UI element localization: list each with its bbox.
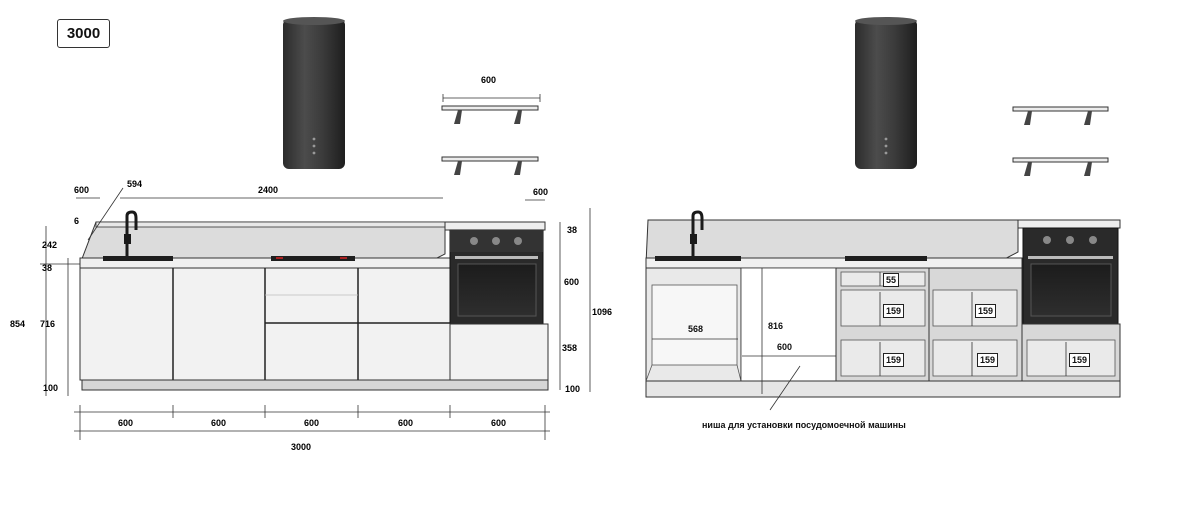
dim-module-1: 600 [118,418,133,428]
shelf-lower-right [1012,157,1109,176]
dim-module-4: 600 [398,418,413,428]
dishwasher-niche [740,267,837,382]
dim-base-height: 854 [10,319,25,329]
dim-plinth: 100 [43,383,58,393]
dim-oven-niche: 600 [564,277,579,287]
right-view [645,17,1121,411]
countertop-right [645,210,1023,269]
dim-module-5: 600 [491,418,506,428]
dim-countertop: 38 [42,263,52,273]
dim-right-side: 600 [533,187,548,197]
dim-cabinet-height: 716 [40,319,55,329]
dim-total-width: 3000 [291,442,311,452]
dim-backsplash: 242 [42,240,57,250]
oven-column-left [444,221,549,381]
countertop-left [79,210,451,269]
hood-left [283,17,345,169]
left-view: 600 600 594 2400 600 6 242 38 854 716 10… [10,17,612,452]
dim-drawer-mid-right: 159 [975,304,997,318]
dimension-lines-left [40,94,591,440]
shelf-lower-left [441,156,539,175]
dim-oven-drawer: 159 [1069,353,1091,367]
dim-shelf-width: 600 [481,75,496,85]
dimension-lines-right [652,268,1067,411]
dim-plinth-right: 100 [565,384,580,394]
dim-oven-top: 38 [567,225,577,235]
dishwasher-niche-note: ниша для установки посудомоечной машины [702,420,906,430]
base-cabinets-left [79,267,549,391]
dim-side-depth: 594 [127,179,142,189]
dim-lower-module: 358 [562,343,577,353]
dim-total-height: 1096 [592,307,612,317]
dim-drawer-bot-right: 159 [977,353,999,367]
oven-column-right [1017,219,1121,382]
dim-module-3: 600 [304,418,319,428]
open-cabinet-left [645,267,742,382]
dim-thickness: 6 [74,216,79,226]
dim-left-side: 600 [74,185,89,195]
shelf-upper-right [1012,106,1109,125]
dim-drawer-mid-left: 159 [883,304,905,318]
dim-inner-width: 568 [688,324,704,334]
dim-niche-height: 816 [768,321,784,331]
dim-niche-width: 600 [777,342,793,352]
hood-right [855,17,917,169]
title-badge: 3000 [57,19,110,48]
dim-drawer-top: 55 [883,273,900,287]
dim-drawer-bot-left: 159 [883,353,905,367]
shelf-upper-left [441,105,539,124]
dim-top-length: 2400 [258,185,278,195]
dim-module-2: 600 [211,418,226,428]
